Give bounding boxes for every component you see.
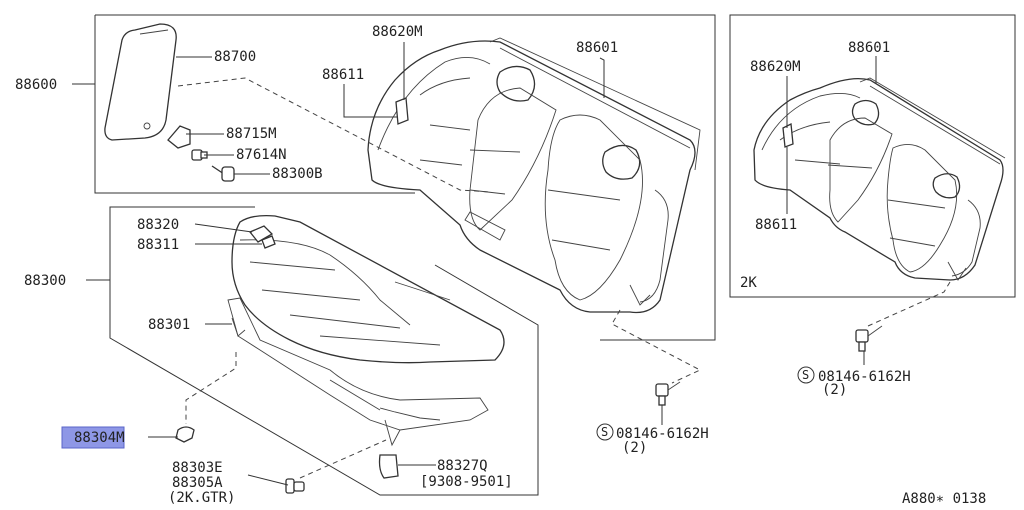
label-88311[interactable]: 88311 — [137, 237, 179, 253]
seat-back-frame — [94, 14, 716, 341]
label-88601[interactable]: 88601 — [576, 40, 618, 56]
align-line-bolt — [299, 439, 387, 479]
align-line-back-bolt — [611, 309, 702, 384]
armrest-part — [104, 23, 177, 141]
label-88601-2k[interactable]: 88601 — [848, 40, 890, 56]
label-88611[interactable]: 88611 — [322, 67, 364, 83]
diagram-code: A880∗ 0138 — [902, 491, 986, 507]
bolt-symbol-left: S — [601, 425, 608, 439]
seat-back-2k-part — [753, 77, 1006, 281]
label-88600[interactable]: 88600 — [15, 77, 57, 93]
label-88700[interactable]: 88700 — [214, 49, 256, 65]
bolt-symbol-right: S — [802, 368, 809, 382]
hook-part — [175, 426, 195, 443]
label-88715m[interactable]: 88715M — [226, 126, 277, 142]
label-88320[interactable]: 88320 — [137, 217, 179, 233]
variant-2k-label: 2K — [740, 275, 757, 291]
label-88300[interactable]: 88300 — [24, 273, 66, 289]
label-88300b[interactable]: 88300B — [272, 166, 323, 182]
clip-part-88327q — [378, 454, 399, 479]
label-08146-6162h-left[interactable]: 08146-6162H — [616, 426, 709, 442]
label-87614n[interactable]: 87614N — [236, 147, 287, 163]
label-88327q[interactable]: 88327Q — [437, 458, 488, 474]
label-88304m[interactable]: 88304M — [74, 430, 125, 446]
label-2k-gtr: (2K.GTR) — [168, 490, 235, 506]
label-88305a[interactable]: 88305A — [172, 475, 223, 491]
bolt-part-right — [855, 325, 883, 352]
highlight-88304m — [61, 426, 125, 449]
label-88611-2k[interactable]: 88611 — [755, 217, 797, 233]
label-qty-left: (2) — [622, 440, 647, 456]
label-08146-6162h-right[interactable]: 08146-6162H — [818, 369, 911, 385]
leader-lines — [72, 42, 877, 486]
seat-cushion-frame — [109, 206, 539, 496]
label-qty-right: (2) — [822, 382, 847, 398]
bolt-callout-right[interactable]: S 08146-6162H (2) — [797, 366, 911, 398]
align-line-armrest — [177, 77, 491, 193]
label-88303e[interactable]: 88303E — [172, 460, 223, 476]
label-date-range: [9308-9501] — [420, 474, 513, 490]
align-line-2k-bolt — [867, 281, 951, 327]
align-line-hook — [185, 352, 237, 424]
label-88620m-2k[interactable]: 88620M — [750, 59, 801, 75]
label-88620m[interactable]: 88620M — [372, 24, 423, 40]
seat-cushion-frame-part — [227, 297, 489, 447]
bolt-part-88303e — [285, 478, 305, 494]
variant-2k-frame — [729, 14, 1016, 298]
bolt-part-88300b — [211, 165, 235, 182]
bolt-callout-left[interactable]: S 08146-6162H (2) — [596, 423, 709, 456]
bracket-part — [167, 125, 191, 149]
label-88301[interactable]: 88301 — [148, 317, 190, 333]
seat-cushion-part — [231, 214, 505, 364]
bolt-part-left — [655, 381, 681, 406]
seat-back-part — [367, 37, 701, 314]
